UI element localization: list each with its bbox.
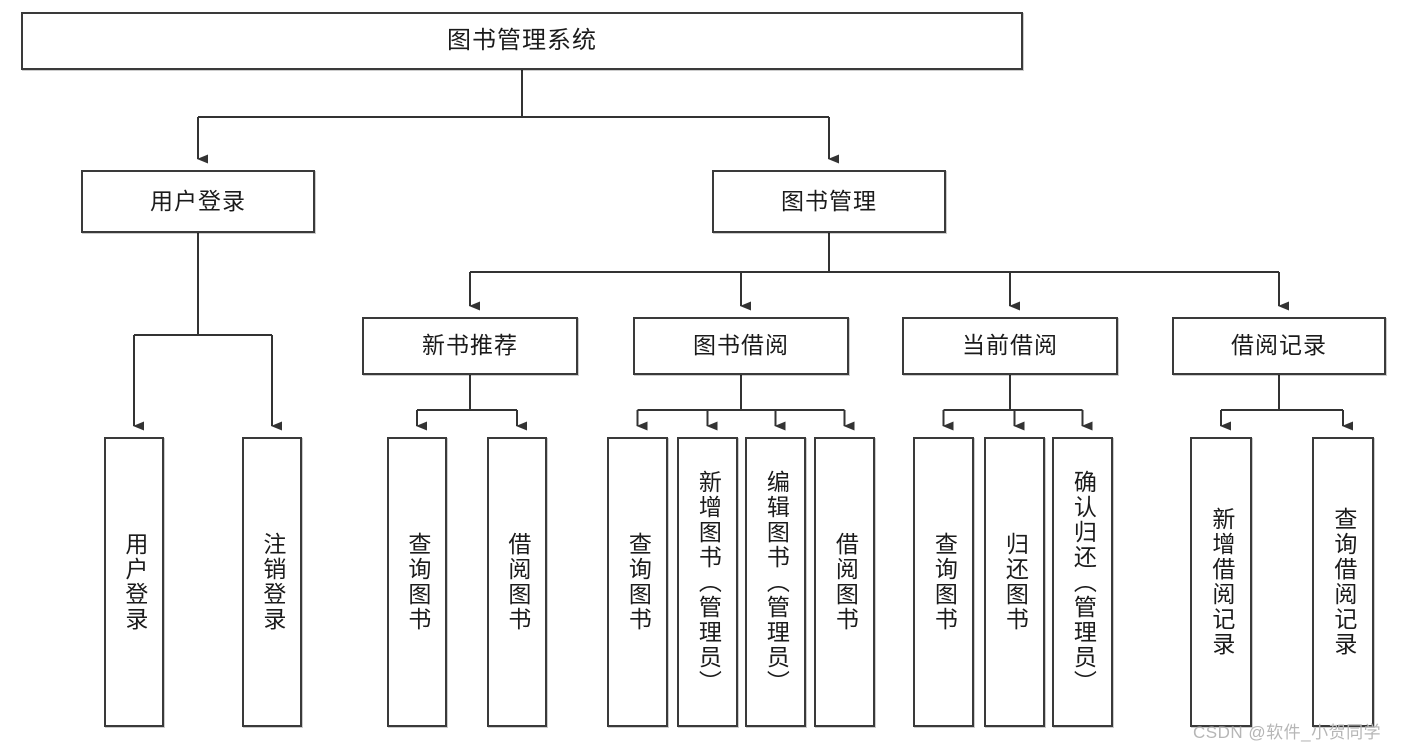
node-label-leaf-rec-1: 新增借阅记录 [1208,507,1235,657]
node-label-newbook: 新书推荐 [422,332,518,359]
node-login: 用户登录 [81,170,315,233]
node-leaf-rec-1: 新增借阅记录 [1190,437,1252,727]
node-leaf-new-2: 借阅图书 [487,437,547,727]
node-leaf-bor-2: 新增图书（管理员） [677,437,738,727]
node-label-leaf-rec-2: 查询借阅记录 [1330,507,1357,657]
node-label-root: 图书管理系统 [447,26,597,54]
node-borrow: 图书借阅 [633,317,849,375]
node-label-leaf-new-2: 借阅图书 [504,532,531,632]
node-label-current: 当前借阅 [962,332,1058,359]
node-label-bookmgmt: 图书管理 [781,187,877,214]
node-label-leaf-cur-3: 确认归还（管理员） [1070,469,1097,695]
node-newbook: 新书推荐 [362,317,578,375]
node-leaf-cur-3: 确认归还（管理员） [1052,437,1113,727]
node-label-login: 用户登录 [150,187,246,214]
watermark: CSDN @软件_小贺同学 [1193,723,1382,742]
node-label-leaf-bor-3: 编辑图书（管理员） [763,469,790,695]
node-label-leaf-new-1: 查询图书 [404,532,431,632]
node-label-leaf-bor-1: 查询图书 [625,532,652,632]
node-bookmgmt: 图书管理 [712,170,946,233]
node-leaf-login-2: 注销登录 [242,437,302,727]
node-leaf-new-1: 查询图书 [387,437,447,727]
node-leaf-bor-4: 借阅图书 [814,437,875,727]
node-label-leaf-bor-4: 借阅图书 [832,532,859,632]
node-label-leaf-login-2: 注销登录 [259,532,286,632]
node-label-leaf-login-1: 用户登录 [121,532,148,632]
node-leaf-cur-1: 查询图书 [913,437,974,727]
node-leaf-bor-1: 查询图书 [607,437,668,727]
node-label-records: 借阅记录 [1231,332,1327,359]
node-current: 当前借阅 [902,317,1118,375]
node-leaf-bor-3: 编辑图书（管理员） [745,437,806,727]
node-root: 图书管理系统 [21,12,1023,70]
node-label-leaf-cur-1: 查询图书 [931,532,958,632]
node-leaf-login-1: 用户登录 [104,437,164,727]
node-label-leaf-cur-2: 归还图书 [1002,532,1029,632]
node-leaf-rec-2: 查询借阅记录 [1312,437,1374,727]
node-label-leaf-bor-2: 新增图书（管理员） [695,469,722,695]
node-label-borrow: 图书借阅 [693,332,789,359]
node-leaf-cur-2: 归还图书 [984,437,1045,727]
node-records: 借阅记录 [1172,317,1386,375]
